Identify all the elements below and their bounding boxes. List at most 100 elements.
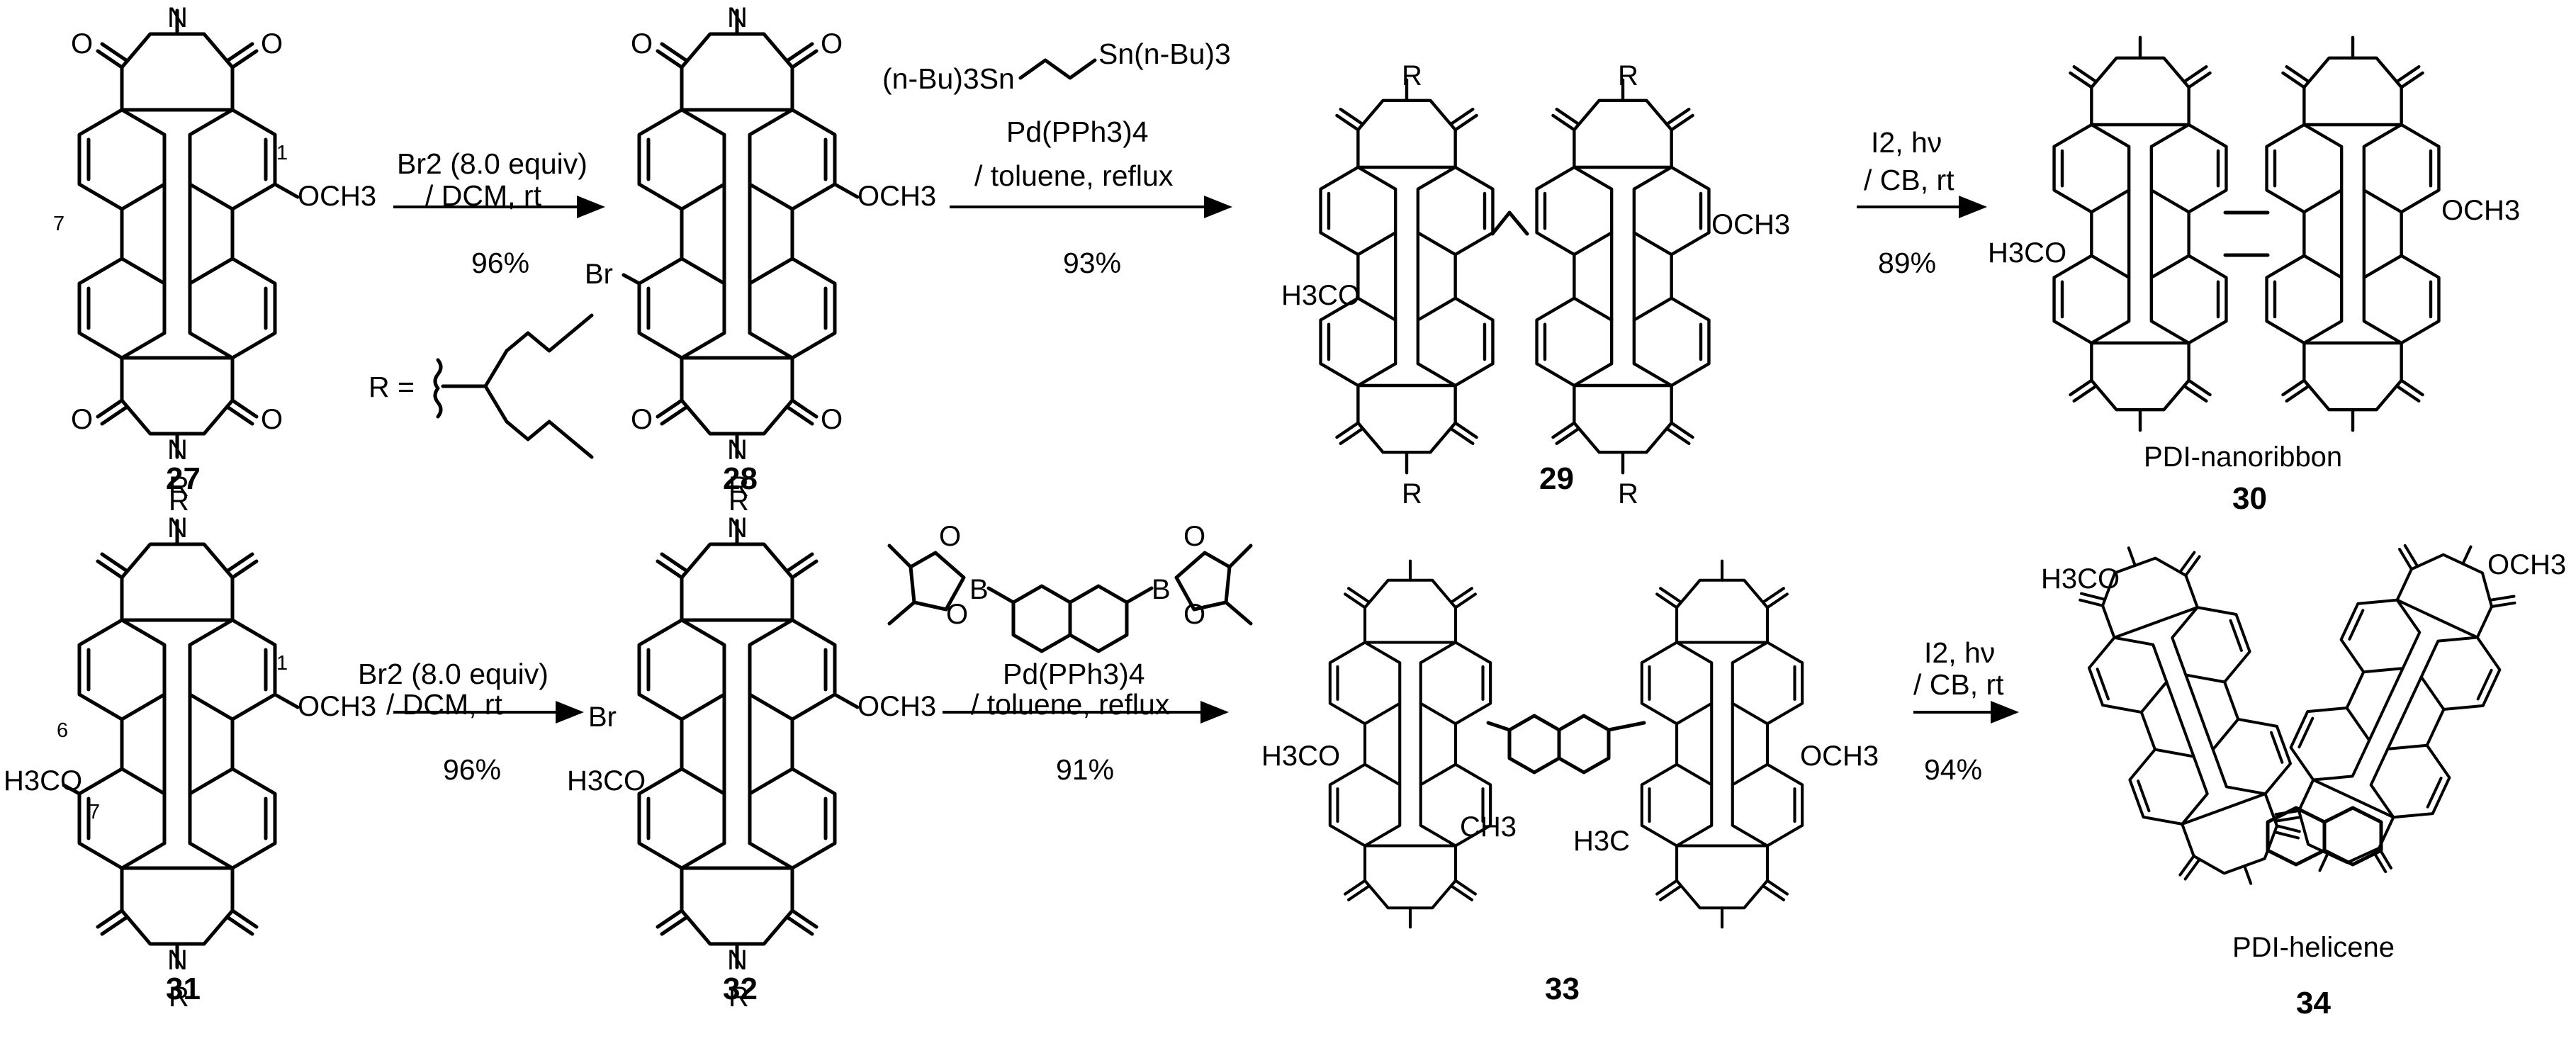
svg-text:N: N <box>167 512 188 544</box>
yield-r5: 91% <box>1056 753 1114 786</box>
svg-text:O: O <box>1183 521 1205 552</box>
atom-r: R <box>169 471 189 502</box>
compound-30-structure: H3CO OCH3 <box>1988 38 2520 430</box>
bromo-group: Br <box>588 702 617 733</box>
svg-text:O: O <box>939 521 961 552</box>
svg-text:R: R <box>1402 60 1422 91</box>
compound-number-32: 32 <box>723 972 758 1006</box>
compound-number-34: 34 <box>2296 986 2331 1020</box>
atom-n: N <box>167 2 188 33</box>
compound-29-structure: H3CO OCH3 R R R R <box>1281 60 1790 510</box>
svg-text:R: R <box>169 485 189 517</box>
svg-text:R: R <box>169 981 189 1013</box>
compound-34-structure: H3CO OCH3 <box>2041 514 2566 911</box>
yield-r1: 96% <box>471 247 529 279</box>
svg-text:N: N <box>727 945 748 976</box>
svg-text:O: O <box>1183 599 1205 630</box>
solvent-r4: / DCM, rt <box>386 688 503 721</box>
atom-n: N <box>167 434 188 466</box>
svg-text:N: N <box>727 512 748 544</box>
svg-text:B: B <box>969 574 989 605</box>
methoxy-group: H3CO <box>1281 280 1360 311</box>
compound-number-31: 31 <box>166 972 201 1006</box>
svg-text:O: O <box>821 28 843 60</box>
svg-text:N: N <box>727 434 748 466</box>
compound-number-27: 27 <box>166 461 201 496</box>
svg-text:N: N <box>727 2 748 33</box>
methoxy-group: H3CO <box>1261 741 1340 772</box>
reagent-r3: I2, hν <box>1871 126 1942 159</box>
compound-32-structure: N R N R OCH3 Br H3CO <box>567 485 936 1013</box>
svg-text:O: O <box>631 404 653 435</box>
svg-text:R: R <box>1402 478 1422 510</box>
methoxy-group: H3CO <box>1988 237 2066 269</box>
yield-r3: 89% <box>1878 247 1936 279</box>
methoxy-group: H3C <box>1573 826 1630 857</box>
solvent-r1: / DCM, rt <box>425 179 542 212</box>
solvent-r6: / CB, rt <box>1913 668 2004 701</box>
reagent-naphthalene-diboronate: B B O O O O <box>887 521 1253 653</box>
svg-text:1: 1 <box>276 652 288 675</box>
compound-number-33: 33 <box>1545 972 1580 1006</box>
atom-r: R <box>169 0 189 6</box>
methoxy-group: OCH3 <box>1800 741 1879 772</box>
yield-r4: 96% <box>443 753 501 786</box>
compound-number-30: 30 <box>2232 481 2267 516</box>
position-1: 1 <box>276 142 288 164</box>
methoxy-group: H3CO <box>567 765 646 797</box>
compound-31-structure: N R N R OCH3 H3CO 1 6 7 <box>4 485 376 1013</box>
svg-text:(n-Bu)3Sn: (n-Bu)3Sn <box>882 62 1015 95</box>
svg-text:O: O <box>631 28 653 60</box>
methoxy-group: OCH3 <box>298 181 376 212</box>
catalyst-r2: Pd(PPh3)4 <box>1006 116 1149 148</box>
yield-r2: 93% <box>1063 247 1121 279</box>
methoxy-group: H3CO <box>4 765 82 797</box>
svg-text:N: N <box>167 945 188 976</box>
methoxy-group: OCH3 <box>1711 209 1790 240</box>
solvent-r5: / toluene, reflux <box>971 688 1170 721</box>
reagent-r1: Br2 (8.0 equiv) <box>397 147 587 180</box>
r-label: R = <box>369 371 415 403</box>
yield-r6: 94% <box>1924 753 1982 786</box>
atom-o: O <box>261 404 283 435</box>
compound-number-29: 29 <box>1539 461 1574 496</box>
svg-text:Sn(n-Bu)3: Sn(n-Bu)3 <box>1098 38 1231 70</box>
svg-text:R: R <box>1618 478 1638 510</box>
compound-number-28: 28 <box>723 461 758 496</box>
reagent-r6: I2, hν <box>1924 636 1995 669</box>
bromo-group: Br <box>585 259 613 290</box>
svg-text:R: R <box>1618 60 1638 91</box>
svg-text:O: O <box>946 599 968 630</box>
compound-name-nanoribbon: PDI-nanoribbon <box>2144 441 2342 473</box>
svg-text:R: R <box>729 0 749 6</box>
methoxy-group: OCH3 <box>857 691 936 722</box>
position-7: 7 <box>53 213 64 235</box>
atom-o: O <box>261 28 283 60</box>
svg-text:7: 7 <box>89 801 100 823</box>
methoxy-group: OCH3 <box>2441 195 2520 226</box>
svg-text:R: R <box>729 471 749 502</box>
compound-name-helicene: PDI-helicene <box>2232 932 2395 963</box>
methoxy-group: H3CO <box>2041 563 2120 595</box>
compound-28-structure: N R O O N R O O OCH3 Br <box>585 0 936 502</box>
methoxy-group: OCH3 <box>857 181 936 212</box>
reagent-r4: Br2 (8.0 equiv) <box>358 658 549 690</box>
compound-33-structure: H3CO OCH3 CH3 H3C <box>1261 561 1879 928</box>
svg-text:O: O <box>821 404 843 435</box>
catalyst-r5: Pd(PPh3)4 <box>1003 658 1145 690</box>
reagent-distannylethene: (n-Bu)3Sn Sn(n-Bu)3 <box>882 38 1231 95</box>
atom-o: O <box>71 28 93 60</box>
compound-27-structure: N R O O N R O O OCH3 1 7 <box>53 0 376 502</box>
methoxy-group: CH3 <box>1460 811 1517 843</box>
svg-text:R: R <box>729 485 749 517</box>
methoxy-group: OCH3 <box>298 691 376 722</box>
svg-text:6: 6 <box>57 719 68 742</box>
atom-o: O <box>71 404 93 435</box>
svg-text:B: B <box>1152 574 1171 605</box>
solvent-r3: / CB, rt <box>1864 164 1955 196</box>
methoxy-group: OCH3 <box>2487 549 2566 580</box>
solvent-r2: / toluene, reflux <box>974 159 1174 192</box>
r-group-definition: R = <box>369 313 594 459</box>
svg-text:R: R <box>729 981 749 1013</box>
